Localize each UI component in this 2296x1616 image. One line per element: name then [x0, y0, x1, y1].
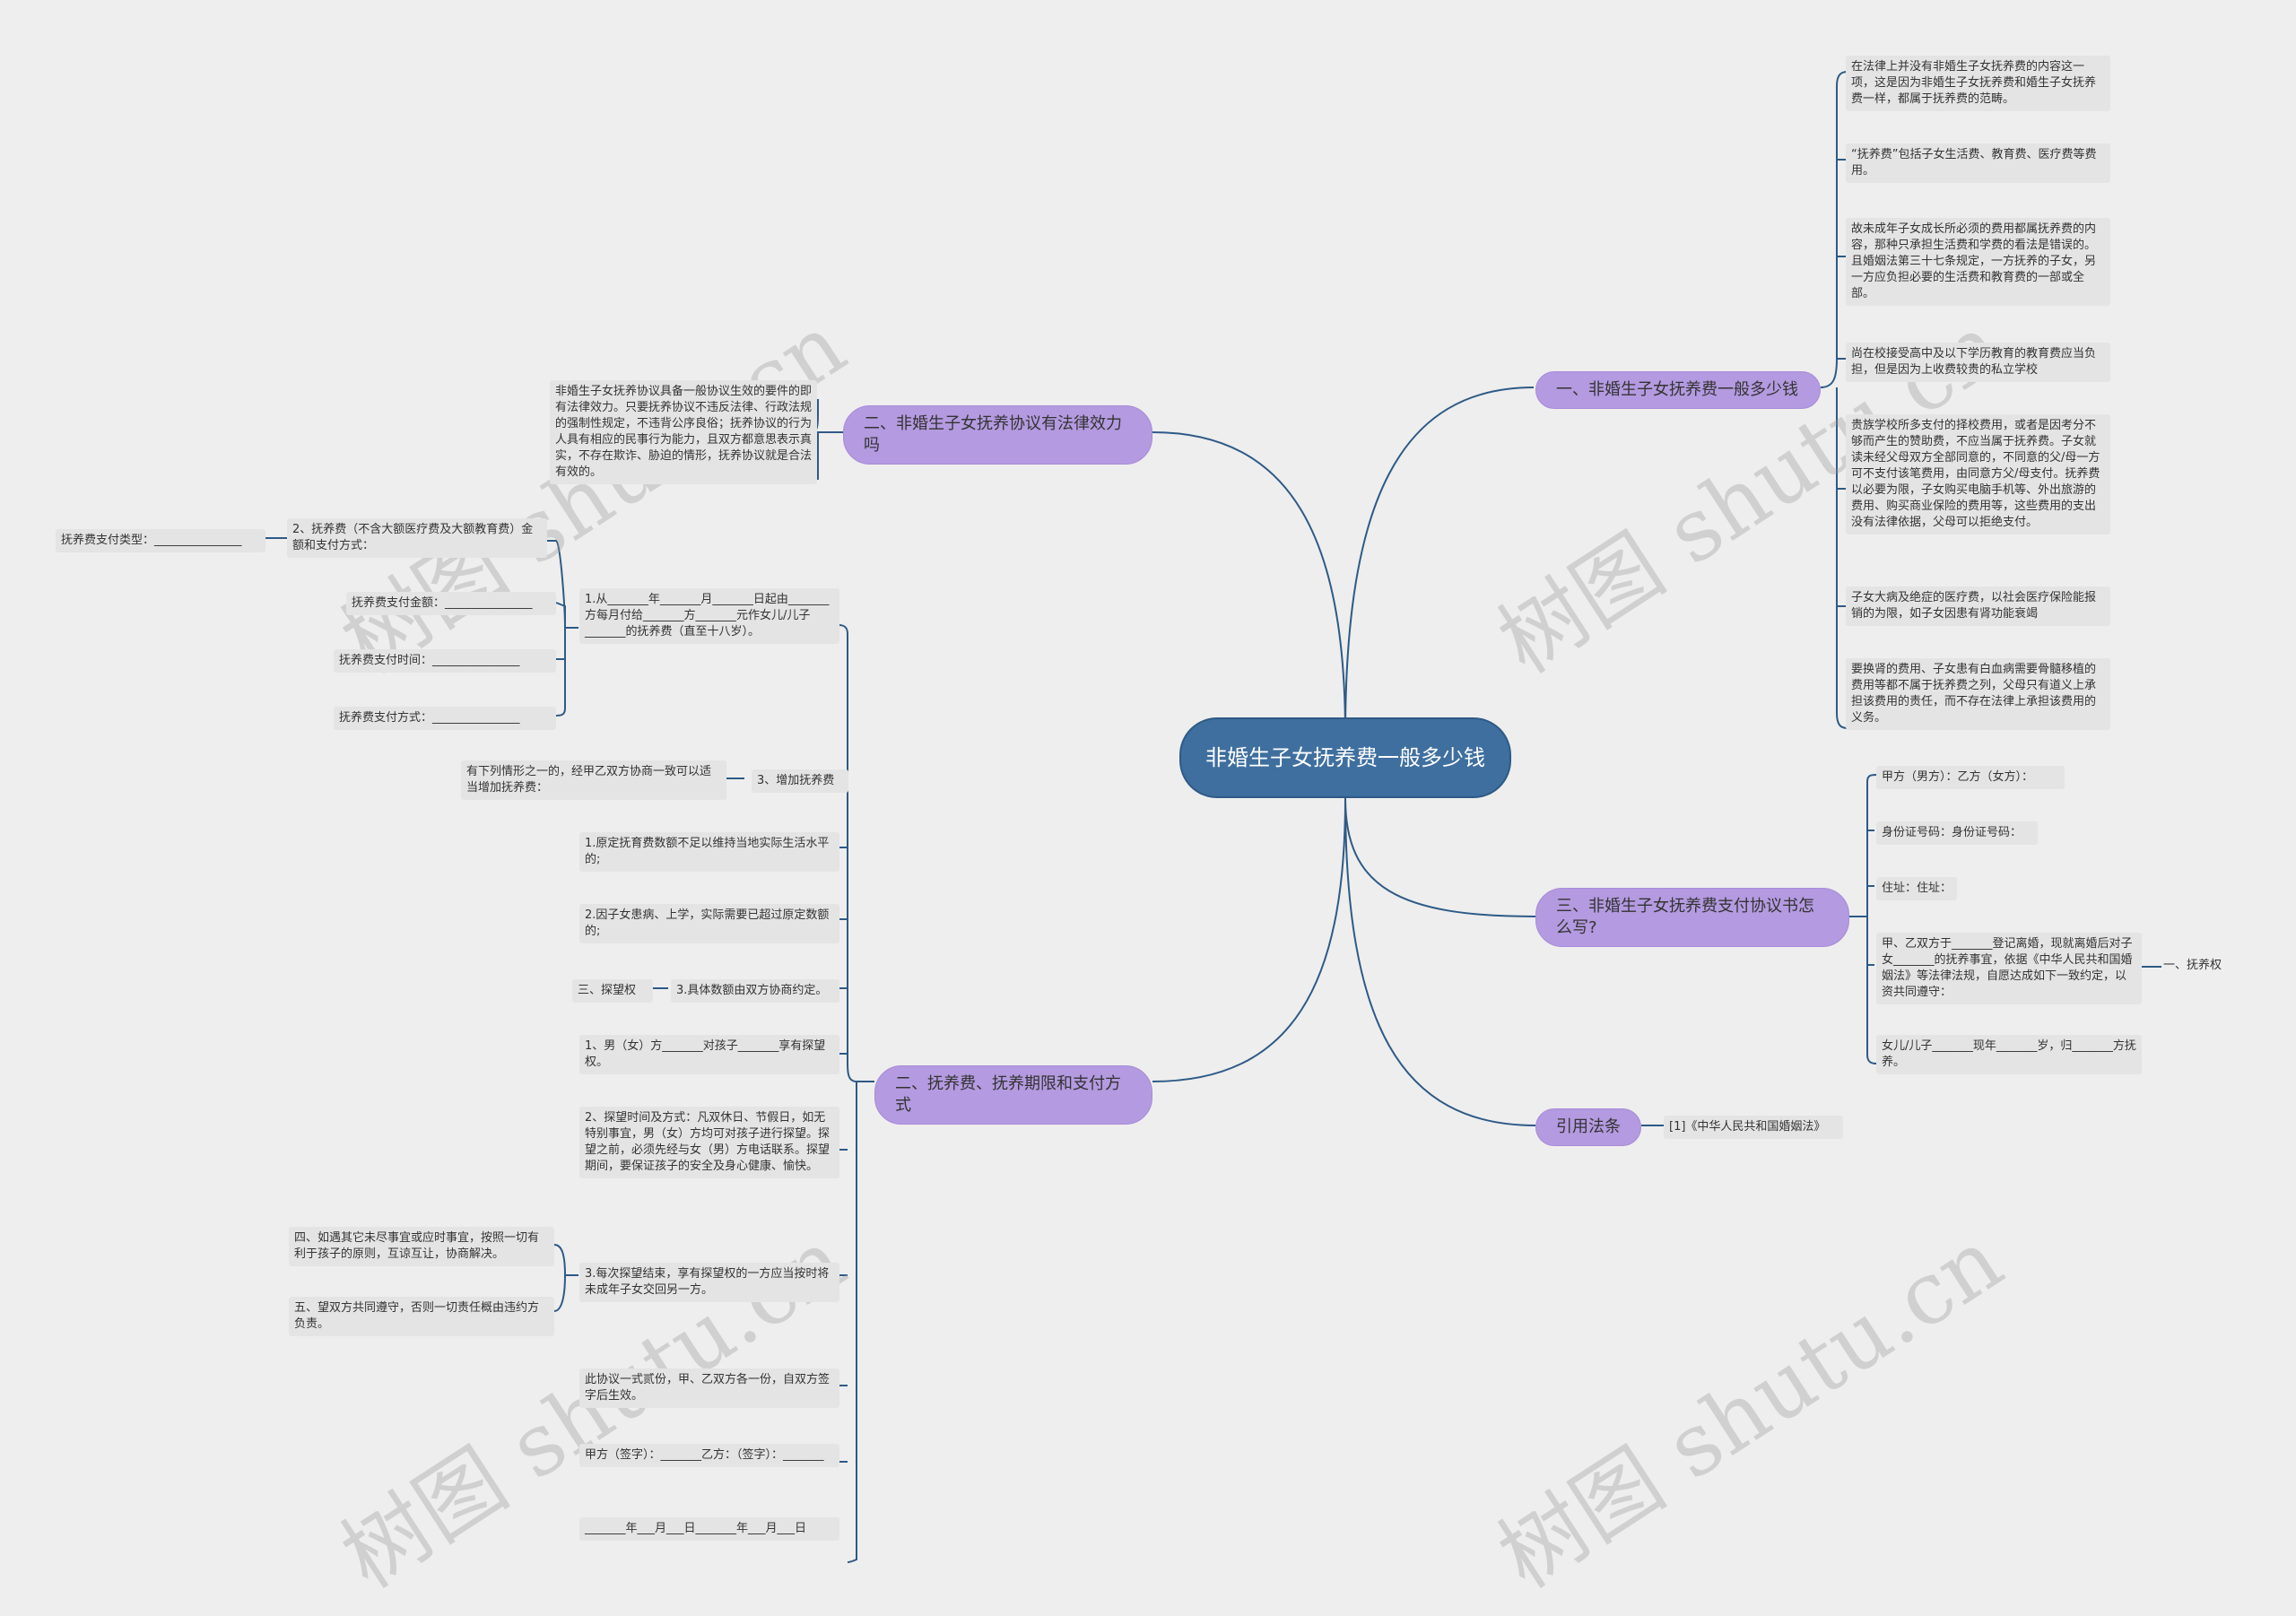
leaf-b1-1: 在法律上并没有非婚生子女抚养费的内容这一项，这是因为非婚生子女抚养费和婚生子女抚… — [1846, 56, 2110, 111]
leaf-b1-7: 要换肾的费用、子女患有白血病需要骨髓移植的费用等都不属于抚养费之列，父母只有道义… — [1846, 658, 2110, 730]
leaf-b4-n1-c: 抚养费支付方式：_______________ — [334, 707, 556, 730]
branch-b1[interactable]: 一、非婚生子女抚养费一般多少钱 — [1535, 371, 1821, 409]
branch-b2[interactable]: 二、非婚生子女抚养协议有法律效力吗 — [843, 405, 1152, 465]
leaf-b3-sub: 一、抚养权 — [2163, 959, 2222, 972]
leaf-b4-n2: 2、抚养费（不含大额医疗费及大额教育费）金额和支付方式： — [287, 518, 547, 558]
branch-b5[interactable]: 引用法条 — [1535, 1108, 1641, 1146]
leaf-b1-5: 贵族学校所多支付的择校费用，或者是因考分不够而产生的赞助费，不应当属于抚养费。子… — [1846, 414, 2110, 534]
leaf-b4-n3-child: 有下列情形之一的，经甲乙双方协商一致可以适当增加抚养费： — [461, 760, 726, 800]
leaf-b4-visit: 三、探望权 — [572, 979, 653, 1003]
branch-title: 二、非婚生子女抚养协议有法律效力吗 — [864, 414, 1122, 455]
leaf-b4-item-1: 1.原定抚育费数额不足以维持当地实际生活水平的; — [579, 832, 839, 872]
link-b3-spine — [1849, 774, 1877, 1064]
leaf-b3-2: 身份证号码：身份证号码： — [1876, 821, 2038, 845]
leaf-b4-n1-b: 抚养费支付时间：_______________ — [334, 649, 556, 673]
branch-title: 三、非婚生子女抚养费支付协议书怎么写? — [1556, 897, 1814, 937]
branch-b3[interactable]: 三、非婚生子女抚养费支付协议书怎么写? — [1535, 888, 1849, 947]
leaf-b3-4: 甲、乙双方于_______登记离婚，现就离婚后对子女_______的抚养事宜，依… — [1876, 933, 2142, 1004]
leaf-b4-item-3: 3.具体数额由双方协商约定。 — [671, 979, 839, 1003]
leaf-b2-1: 非婚生子女抚养协议具备一般协议生效的要件的即有法律效力。只要抚养协议不违反法律、… — [550, 380, 817, 484]
leaf-b1-2: “抚养费”包括子女生活费、教育费、医疗费等费用。 — [1846, 143, 2110, 183]
link-root-b3 — [1344, 797, 1536, 917]
root-title: 非婚生子女抚养费一般多少钱 — [1205, 745, 1485, 770]
link-root-b5 — [1344, 797, 1536, 1126]
branch-b4[interactable]: 二、抚养费、抚养期限和支付方式 — [874, 1065, 1152, 1125]
link-root-b1 — [1344, 387, 1535, 736]
leaf-b5-1: [1]《中华人民共和国婚姻法》 — [1664, 1116, 1843, 1139]
leaf-b1-6: 子女大病及绝症的医疗费，以社会医疗保险能报销的为限，如子女因患有肾功能衰竭 — [1846, 586, 2110, 626]
link-b1-spine — [1820, 71, 1848, 729]
leaf-b4-n2-child: 抚养费支付类型：_______________ — [56, 529, 265, 552]
leaf-b4-s5: 五、望双方共同遵守，否则一切责任概由违约方负责。 — [289, 1297, 554, 1336]
leaf-b1-3: 故未成年子女成长所必须的费用都属抚养费的内容，那种只承担生活费和学费的看法是错误… — [1846, 218, 2110, 306]
branch-title: 一、非婚生子女抚养费一般多少钱 — [1556, 380, 1798, 399]
leaf-b1-4: 尚在校接受高中及以下学历教育的教育费应当负担，但是因为上收费较贵的私立学校 — [1846, 343, 2110, 382]
leaf-b4-n1-a: 抚养费支付金额：_______________ — [346, 592, 556, 615]
leaf-b4-item-4: 1、男（女）方_______对孩子_______享有探望权。 — [579, 1035, 839, 1074]
leaf-b4-item-7: 此协议一式贰份，甲、乙双方各一份，自双方签字后生效。 — [579, 1368, 839, 1408]
link-root-b2 — [1152, 431, 1346, 736]
leaf-b4-s4: 四、如遇其它未尽事宜或应时事宜，按照一切有利于孩子的原则，互谅互让，协商解决。 — [289, 1227, 554, 1266]
leaf-b3-3: 住址：住址： — [1876, 877, 1957, 900]
leaf-b3-5: 女儿/儿子_______现年_______岁，归_______方抚养。 — [1876, 1035, 2142, 1074]
leaf-b4-item-5: 2、探望时间及方式：凡双休日、节假日，如无特别事宜，男（女）方均可对孩子进行探望… — [579, 1107, 839, 1178]
link-b4-spine — [838, 624, 874, 1563]
leaf-b4-n3: 3、增加抚养费 — [752, 769, 848, 793]
leaf-b4-item-2: 2.因子女患病、上学，实际需要已超过原定数额的; — [579, 904, 839, 943]
leaf-b3-1: 甲方（男方）：乙方（女方）： — [1876, 766, 2065, 789]
leaf-b4-item-9: _______年___月___日_______年___月___日 — [579, 1517, 839, 1541]
branch-title: 引用法条 — [1556, 1117, 1621, 1136]
root-topic[interactable]: 非婚生子女抚养费一般多少钱 — [1179, 717, 1511, 798]
link-root-b4 — [1152, 797, 1346, 1082]
leaf-b4-item-6: 3.每次探望结束，享有探望权的一方应当按时将未成年子女交回另一方。 — [579, 1263, 839, 1302]
leaf-b4-item-8: 甲方（签字）：_______乙方：（签字）：_______ — [579, 1444, 839, 1467]
leaf-b4-n1: 1.从_______年_______月_______日起由_______方每月付… — [579, 588, 839, 644]
branch-title: 二、抚养费、抚养期限和支付方式 — [895, 1074, 1121, 1115]
